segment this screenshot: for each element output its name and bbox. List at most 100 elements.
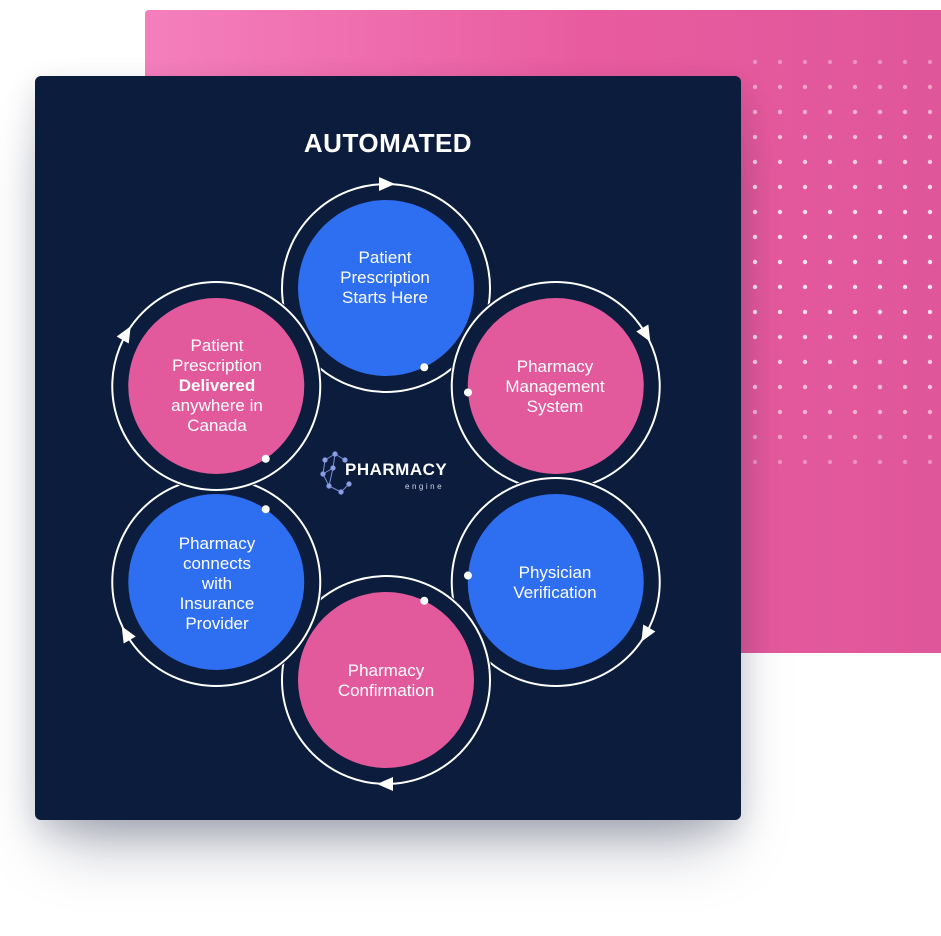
pattern-dot (777, 84, 783, 90)
pattern-dot (927, 384, 933, 390)
pattern-dot (902, 159, 908, 165)
step-ring-delivered (111, 281, 322, 491)
pattern-dot (777, 59, 783, 65)
pattern-dot (752, 359, 758, 365)
pattern-dot (902, 384, 908, 390)
pattern-dot (852, 159, 858, 165)
pattern-dot (927, 109, 933, 115)
pattern-dot (777, 159, 783, 165)
pattern-dot (877, 434, 883, 440)
step-ring-physician (450, 477, 661, 687)
pattern-dot (902, 184, 908, 190)
pattern-dot (927, 434, 933, 440)
pattern-dot (852, 334, 858, 340)
pattern-dot (927, 234, 933, 240)
pattern-dot (902, 409, 908, 415)
pattern-dot (777, 284, 783, 290)
pattern-dot (752, 84, 758, 90)
pattern-dot (877, 259, 883, 265)
pattern-dot (802, 259, 808, 265)
pharmacy-engine-logo: PHARMACY engine (315, 448, 475, 508)
pattern-dot (902, 309, 908, 315)
flow-arrow-icon (379, 177, 395, 191)
flow-arrow-icon (116, 326, 131, 344)
flow-arrow-icon (121, 626, 136, 644)
pattern-dot (852, 434, 858, 440)
pattern-dot (902, 334, 908, 340)
pattern-dot (752, 109, 758, 115)
dot-pattern (752, 59, 933, 465)
pattern-dot (877, 109, 883, 115)
pattern-dot (777, 259, 783, 265)
pattern-dot (827, 359, 833, 365)
step-circle-insurance (128, 494, 305, 670)
pattern-dot (802, 459, 808, 465)
pattern-dot (802, 134, 808, 140)
pattern-dot (852, 209, 858, 215)
pattern-dot (752, 284, 758, 290)
pattern-dot (852, 259, 858, 265)
pattern-dot (877, 234, 883, 240)
pattern-dot (927, 84, 933, 90)
step-label-prescription-delivered: Patient Prescription Delivered anywhere … (171, 336, 263, 435)
page-title: AUTOMATED (303, 128, 473, 158)
logo-wordmark: PHARMACY (345, 460, 448, 479)
pattern-dot (752, 459, 758, 465)
step-label-pharmacy-connects-insurance: Pharmacy connects with Insurance Provide… (178, 534, 256, 633)
pattern-dot (877, 159, 883, 165)
pattern-dot (852, 234, 858, 240)
flow-arrow-icon (377, 777, 393, 791)
pattern-dot (902, 59, 908, 65)
pattern-dot (852, 134, 858, 140)
pattern-dot (827, 309, 833, 315)
step-circle-start (298, 200, 474, 376)
pattern-dot (802, 184, 808, 190)
pattern-dot (752, 259, 758, 265)
pattern-dot (877, 459, 883, 465)
pattern-dot (902, 84, 908, 90)
logo-subtitle: engine (405, 482, 445, 491)
pattern-dot (877, 134, 883, 140)
pattern-dot (902, 359, 908, 365)
pattern-dot (827, 134, 833, 140)
pattern-dot (827, 159, 833, 165)
pattern-dot (827, 184, 833, 190)
pattern-dot (927, 209, 933, 215)
pattern-dot (827, 409, 833, 415)
pattern-dot (752, 209, 758, 215)
pattern-dot (827, 434, 833, 440)
pattern-dot (802, 84, 808, 90)
pattern-dot (802, 59, 808, 65)
pattern-dot (802, 409, 808, 415)
pattern-dot (877, 84, 883, 90)
pattern-dot (877, 334, 883, 340)
pattern-dot (752, 309, 758, 315)
pattern-dot (827, 284, 833, 290)
pattern-dot (802, 284, 808, 290)
pattern-dot (752, 159, 758, 165)
pattern-dot (802, 309, 808, 315)
automated-cycle-card: AUTOMATED Patient Prescription Starts He… (35, 76, 741, 820)
step-circle-delivered (128, 298, 305, 474)
connector-dot (420, 363, 429, 372)
pattern-dot (777, 184, 783, 190)
pattern-dot (802, 434, 808, 440)
pattern-dot (827, 259, 833, 265)
pattern-dot (852, 109, 858, 115)
pattern-dot (777, 334, 783, 340)
pattern-dot (852, 284, 858, 290)
pattern-dot (927, 259, 933, 265)
pattern-dot (752, 409, 758, 415)
pattern-dot (752, 434, 758, 440)
pattern-dot (777, 459, 783, 465)
pattern-dot (802, 159, 808, 165)
pattern-dot (827, 209, 833, 215)
pattern-dot (827, 234, 833, 240)
pattern-dot (752, 134, 758, 140)
pattern-dot (852, 309, 858, 315)
pattern-dot (777, 309, 783, 315)
step-circle-management (467, 298, 644, 474)
pattern-dot (927, 459, 933, 465)
pattern-dot (777, 109, 783, 115)
pattern-dot (827, 59, 833, 65)
